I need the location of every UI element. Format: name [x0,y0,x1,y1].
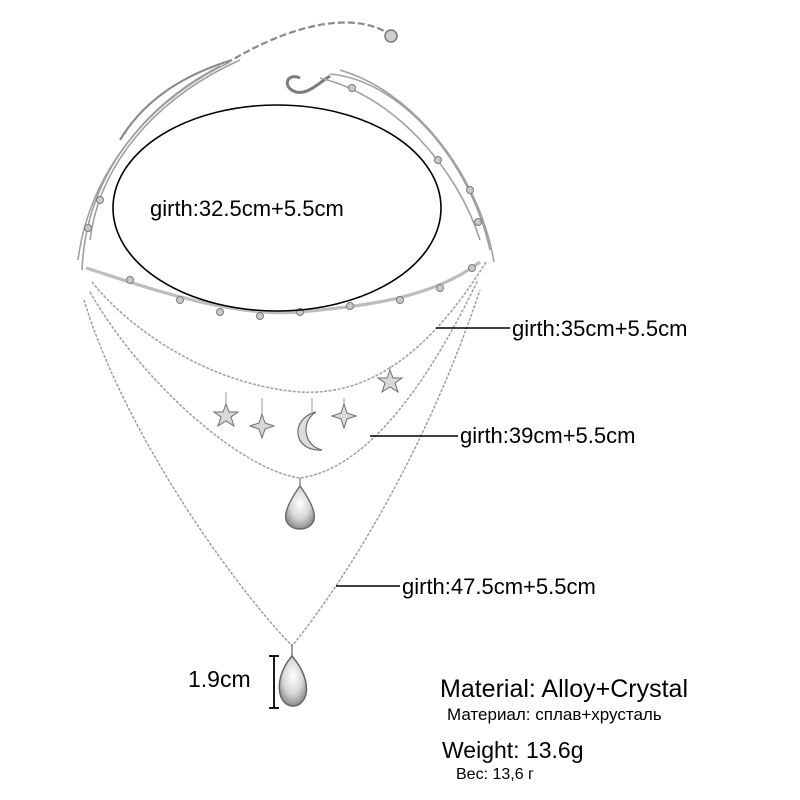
strand-teardrop-chain [89,279,479,479]
material-label: Material: Alloy+Crystal [440,675,688,703]
extender-chain [119,21,393,141]
lobster-clasp [285,74,331,94]
strand-charm-chain [91,261,487,393]
weight-label: Weight: 13.6g [442,737,584,763]
girth-label-47-5: girth:47.5cm+5.5cm [402,574,596,599]
back-chains-left [77,59,241,271]
girth-label-39: girth:39cm+5.5cm [460,423,636,448]
small-teardrop-pendant [284,478,316,530]
girth-label-32-5: girth:32.5cm+5.5cm [150,196,344,221]
pendant-size-label: 1.9cm [188,666,251,692]
strand-snake-chain [84,84,482,320]
star-charms [212,366,404,440]
large-teardrop-pendant [278,644,308,707]
girth-label-35: girth:35cm+5.5cm [512,316,688,341]
girth-ellipse [112,104,442,312]
moon-charm [297,398,323,451]
material-label-ru: Материал: сплав+хрусталь [447,705,662,724]
weight-label-ru: Вес: 13,6 г [456,766,534,783]
extender-end-ball [384,29,398,43]
back-chains-right [319,69,495,263]
pendant-size-bracket [269,655,279,709]
